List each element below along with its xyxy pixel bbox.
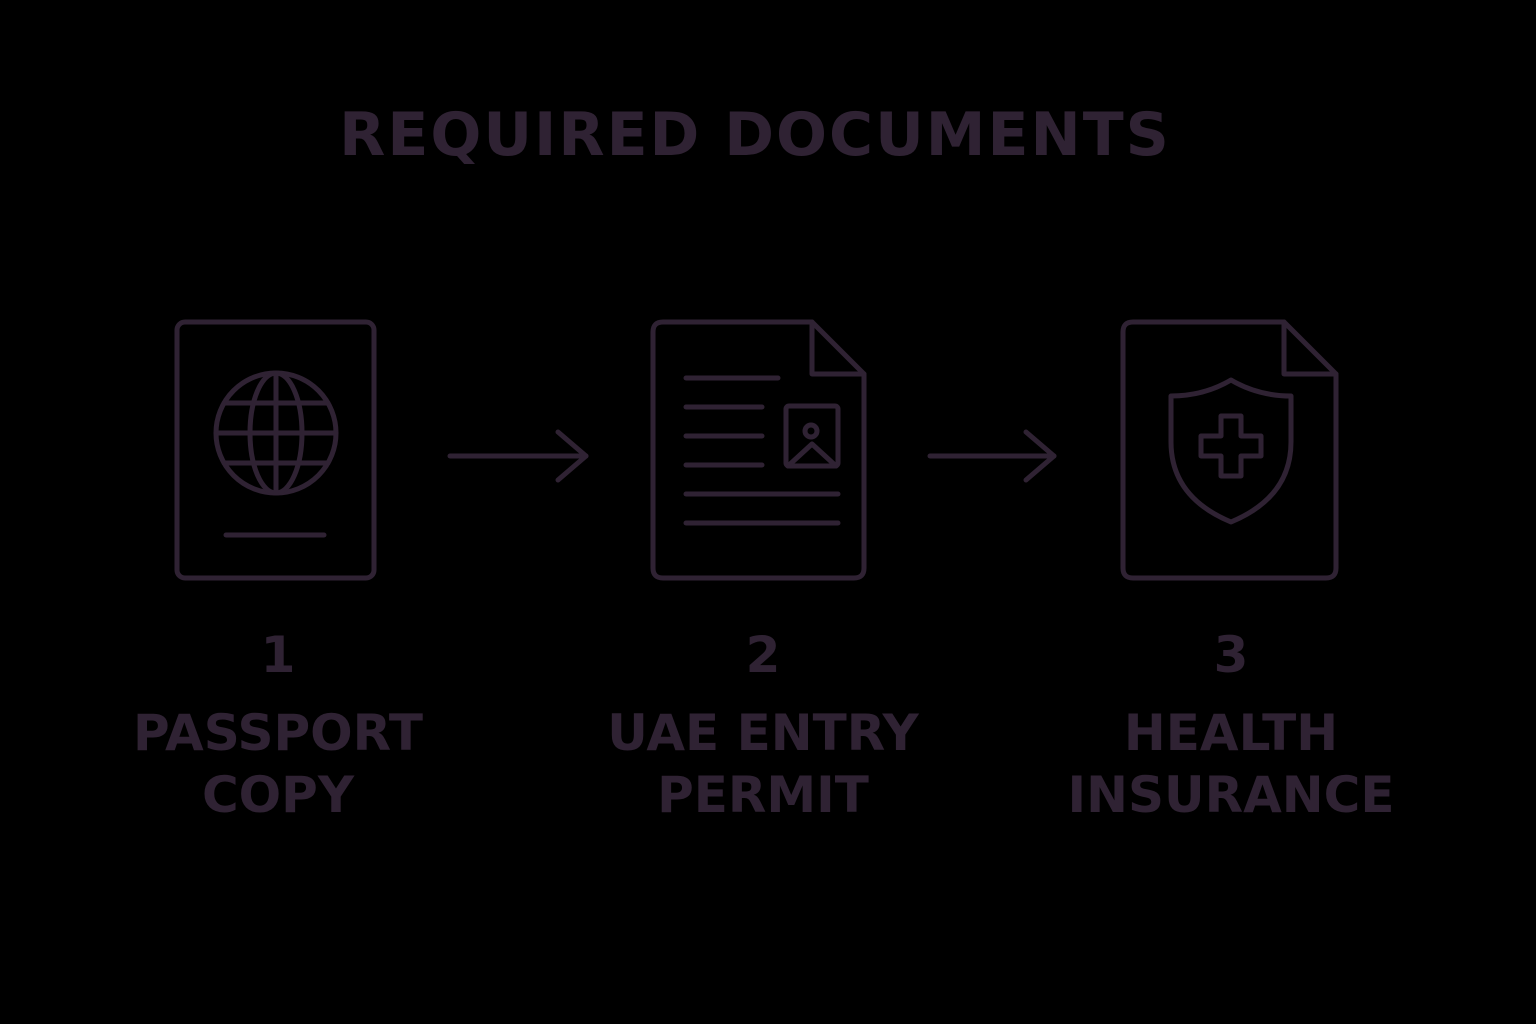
passport-globe-icon — [174, 319, 377, 581]
step-3-number: 3 — [1213, 626, 1249, 684]
diagram-title: REQUIRED DOCUMENTS — [339, 100, 1171, 170]
step-3-label-line1: HEALTH — [1123, 704, 1339, 762]
step-3-label-line2: INSURANCE — [1067, 766, 1395, 824]
permit-document-icon — [650, 319, 867, 581]
arrow-right-icon — [927, 429, 1057, 483]
step-2-label-line1: UAE ENTRY — [607, 704, 919, 762]
step-1-number: 1 — [260, 626, 296, 684]
insurance-shield-icon — [1120, 319, 1339, 581]
arrow-right-icon — [447, 429, 589, 483]
step-2-label-line2: PERMIT — [657, 766, 869, 824]
step-2-number: 2 — [745, 626, 781, 684]
step-1-label-line2: COPY — [201, 766, 355, 824]
step-1-label-line1: PASSPORT — [132, 704, 424, 762]
